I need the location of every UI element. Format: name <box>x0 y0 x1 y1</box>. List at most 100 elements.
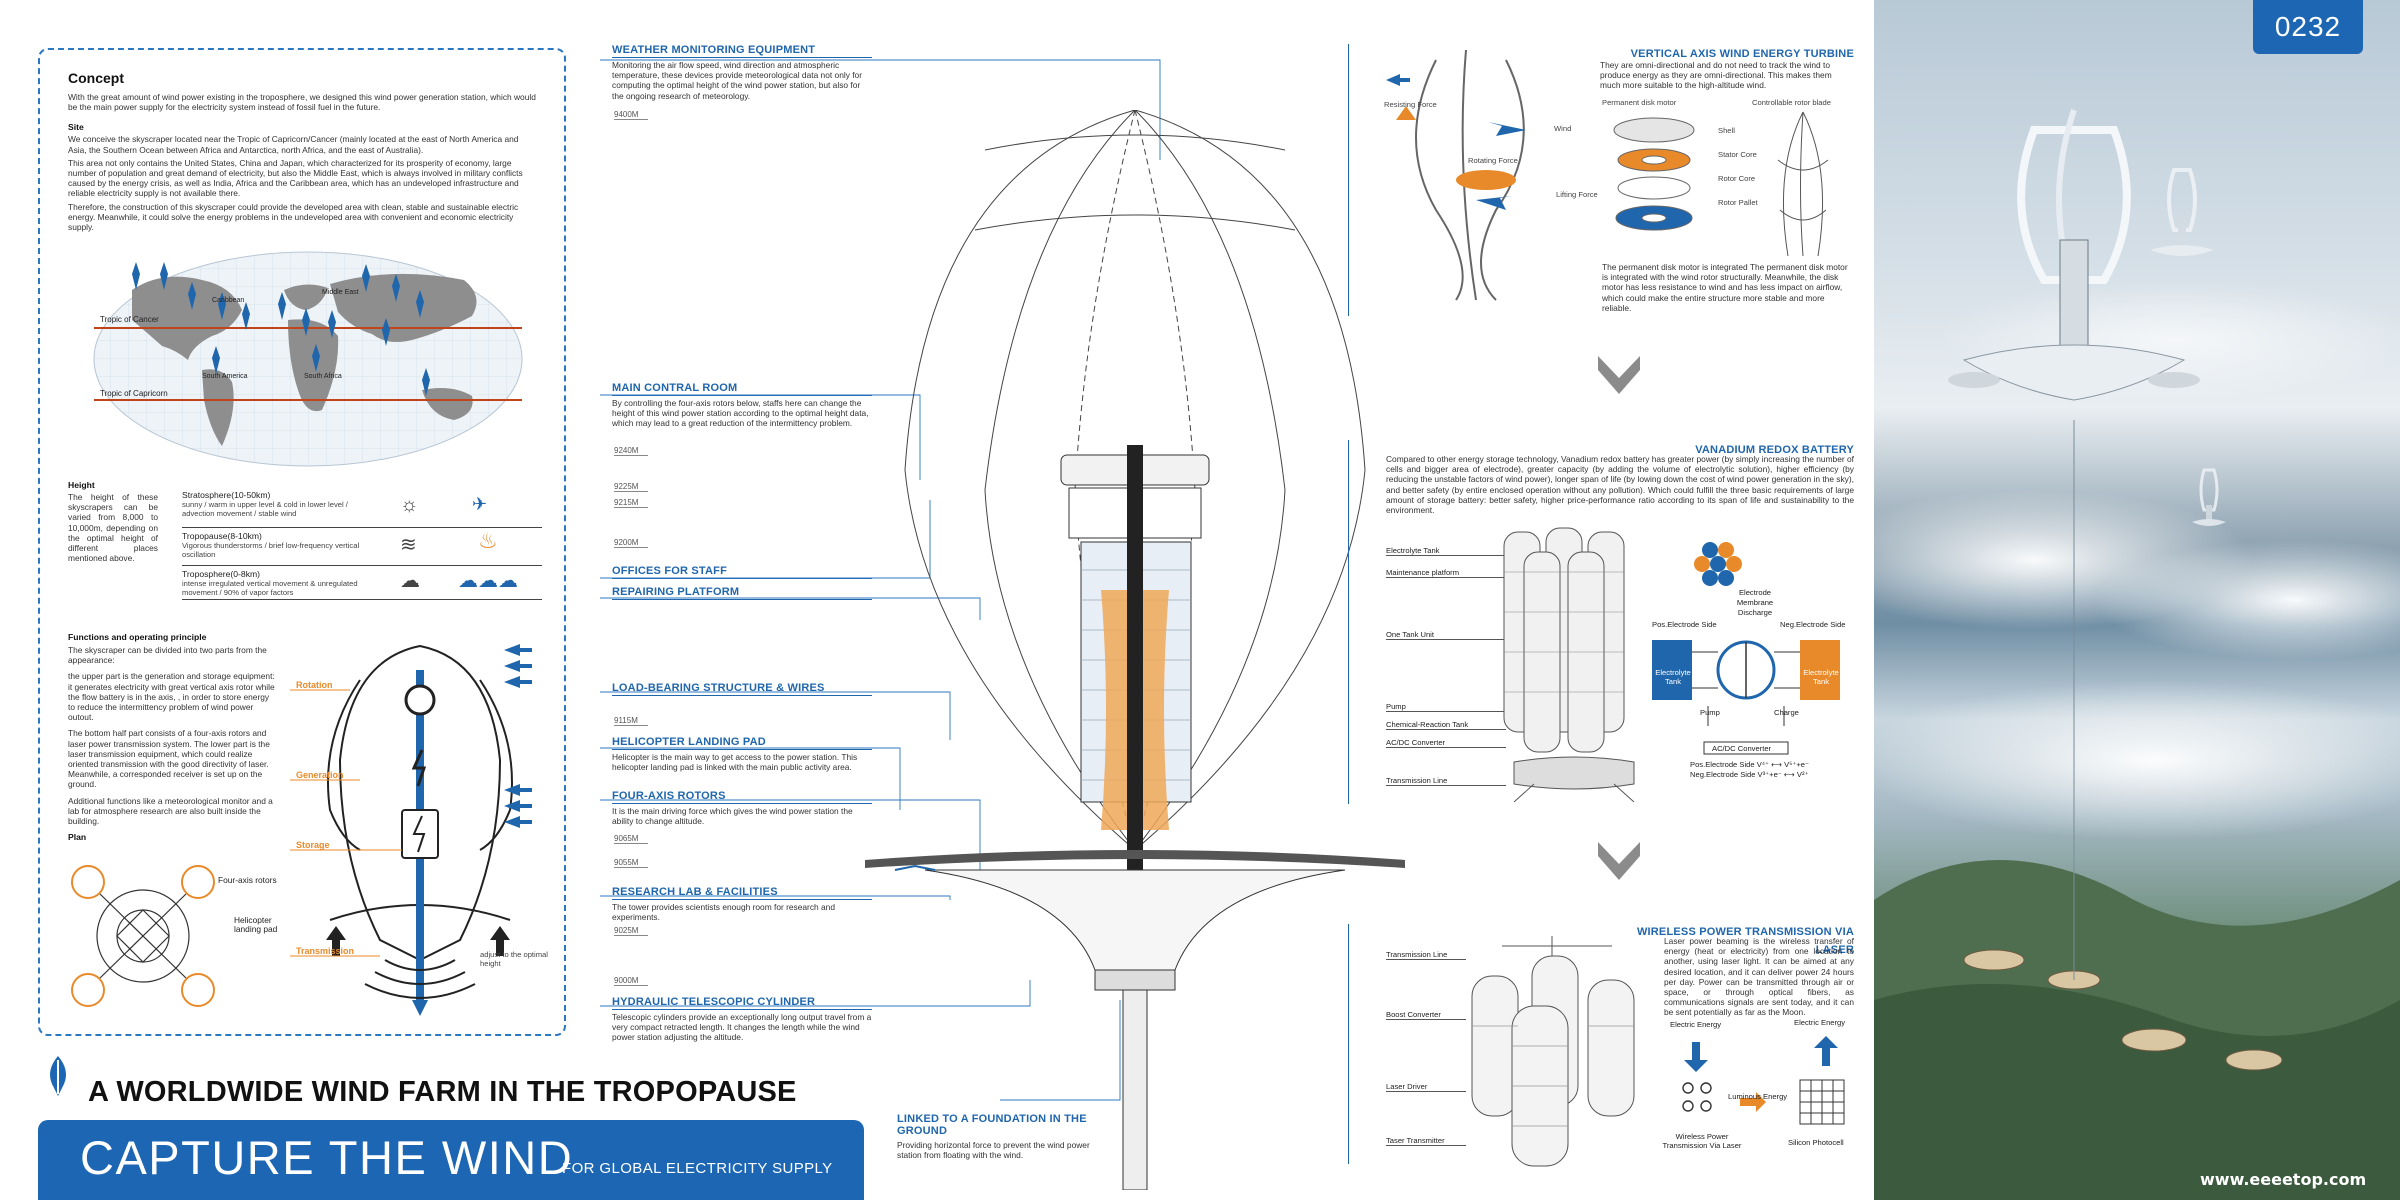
laser-bracket <box>1348 924 1349 1164</box>
battery-title: VANADIUM REDOX BATTERY <box>1695 444 1854 456</box>
layer-name: Tropopause(8-10km) <box>182 531 262 541</box>
laser-title: WIRELESS POWER TRANSMISSION VIA LASER <box>1636 926 1854 956</box>
section-text: By controlling the four-axis rotors belo… <box>612 398 869 429</box>
airplane-icon: ✈ <box>472 494 488 514</box>
section-text: Providing horizontal force to prevent th… <box>897 1140 1090 1161</box>
functions-p3: The bottom half part consists of a four-… <box>68 728 270 790</box>
motor-title: Permanent disk motor <box>1602 98 1677 107</box>
concept-intro: With the great amount of wind power exis… <box>68 92 536 113</box>
section-rotors: FOUR-AXIS ROTORS It is the main driving … <box>612 790 872 826</box>
layer-desc: intense irregulated vertical movement & … <box>182 579 358 598</box>
force-lifting: Lifting Force <box>1556 190 1598 199</box>
redox-discharge: Discharge <box>1737 608 1773 617</box>
map-label-capricorn: Tropic of Capricorn <box>100 389 168 398</box>
part-stator: Stator Core <box>1718 150 1757 159</box>
laser-device-drawing <box>1471 936 1635 1167</box>
blade-title: Controllable rotor blade <box>1752 98 1831 107</box>
atmosphere-layers: Stratosphere(10-50km) sunny / warm in up… <box>182 490 542 600</box>
rotor-blade-drawing <box>1777 111 1829 257</box>
section-offices: OFFICES FOR STAFF <box>612 565 872 581</box>
map-label-caribbean: Caribbean <box>212 297 244 304</box>
force-resisting: Resisting Force <box>1384 100 1437 109</box>
tower-logo-icon <box>50 1056 66 1096</box>
concept-panel <box>38 48 566 1036</box>
redox-tank-right: Electrolyte Tank <box>1803 668 1839 687</box>
section-control-room: MAIN CONTRAL ROOM By controlling the fou… <box>612 382 872 429</box>
battery-label-converter: AC/DC Converter <box>1386 738 1506 749</box>
label-rotation: Rotation <box>296 680 333 690</box>
banner-tagline: FOR GLOBAL ELECTRICITY SUPPLY <box>562 1160 833 1177</box>
section-text: Monitoring the air flow speed, wind dire… <box>612 60 862 101</box>
turbine-title: VERTICAL AXIS WIND ENERGY TURBINE <box>1630 48 1854 60</box>
layer-name: Stratosphere(10-50km) <box>182 490 271 500</box>
redox-membrane: Membrane <box>1736 598 1774 607</box>
battery-label-reaction: Chemical-Reaction Tank <box>1386 720 1506 731</box>
altitude-9215: 9215M <box>614 498 648 508</box>
altitude-9025: 9025M <box>614 926 648 936</box>
redox-pos-side: Pos.Electrode Side <box>1652 620 1717 629</box>
part-shell: Shell <box>1718 126 1735 135</box>
functions-title: Functions and operating principle <box>68 632 207 642</box>
project-code: 0232 <box>2274 11 2342 42</box>
redox-equation-2: Neg.Electrode Side V³⁺+e⁻ ⟷ V²⁺ <box>1690 770 1809 779</box>
layer-desc: sunny / warm in upper level & cold in lo… <box>182 500 348 519</box>
functions-p2: the upper part is the generation and sto… <box>68 671 275 723</box>
project-code-badge: 0232 <box>2253 0 2363 54</box>
altitude-9115: 9115M <box>614 716 648 726</box>
cloud-icon: ☁☁☁ <box>458 570 518 592</box>
section-foundation: LINKED TO A FOUNDATION IN THE GROUND Pro… <box>897 1113 1097 1160</box>
section-title: LINKED TO A FOUNDATION IN THE GROUND <box>897 1113 1087 1137</box>
section-title: HELICOPTER LANDING PAD <box>612 736 872 750</box>
world-map: Tropic of Cancer Tropic of Capricorn Mid… <box>93 251 523 467</box>
height-section: Height The height of these skyscrapers c… <box>68 480 158 563</box>
redox-neg-side: Neg.Electrode Side <box>1780 620 1846 629</box>
layer-desc: Vigorous thunderstorms / brief low-frequ… <box>182 541 360 560</box>
plan-title: Plan <box>68 832 87 843</box>
motor-text: The permanent disk motor is integrated T… <box>1602 262 1848 313</box>
title-bar <box>38 1120 864 1200</box>
section-load-bearing: LOAD-BEARING STRUCTURE & WIRES <box>612 682 872 698</box>
altitude-9240: 9240M <box>614 446 648 456</box>
laser-label-driver: Laser Driver <box>1386 1082 1466 1093</box>
storm-icon: ☁ <box>400 570 420 592</box>
laser-luminous-energy: Luminous Energy <box>1728 1092 1788 1101</box>
section-repairing: REPAIRING PLATFORM <box>612 586 872 602</box>
height-title: Height <box>68 480 95 490</box>
altitude-9055: 9055M <box>614 858 648 868</box>
label-adjust: adjust to the optimal height <box>480 950 548 969</box>
altitude-9200: 9200M <box>614 538 648 548</box>
label-transmission: Transmission <box>296 946 354 956</box>
turbine-text: They are omni-directional and do not nee… <box>1600 60 1832 91</box>
turbine-bracket <box>1348 44 1349 316</box>
laser-flow-diagram <box>1682 1036 1845 1125</box>
force-wind: Wind <box>1554 124 1572 133</box>
altitude-9065: 9065M <box>614 834 648 844</box>
section-title: OFFICES FOR STAFF <box>612 565 872 579</box>
render-scene <box>1874 109 2400 1200</box>
layer-name: Troposphere(0-8km) <box>182 569 261 579</box>
redox-electrode: Electrode <box>1738 588 1772 597</box>
map-label-cancer: Tropic of Cancer <box>100 315 159 324</box>
battery-tower-drawing <box>1503 527 1635 802</box>
chevron-down-icon <box>1598 356 1640 394</box>
battery-label-pump: Pump <box>1386 702 1506 713</box>
map-label-middle-east: Middle East <box>322 289 359 296</box>
banner-title: CAPTURE THE WIND <box>80 1131 574 1184</box>
laser-wireless-label: Wireless Power Transmission Via Laser <box>1662 1132 1742 1151</box>
redox-converter: AC/DC Converter <box>1712 744 1772 753</box>
battery-label-transmission: Transmission Line <box>1386 776 1506 787</box>
tower-elevation <box>865 110 1405 1190</box>
plan-label-rotors: Four-axis rotors <box>218 875 277 885</box>
operation-diagram: Rotation Generation Storage Transmission <box>290 644 532 1016</box>
layer-troposphere: Troposphere(0-8km) intense irregulated v… <box>182 566 542 600</box>
tower-icon: ♨ <box>478 528 498 553</box>
battery-label-tank: Electrolyte Tank <box>1386 546 1506 557</box>
part-rotor-core: Rotor Core <box>1718 174 1756 183</box>
chevron-down-icon <box>1598 842 1640 880</box>
section-title: WEATHER MONITORING EQUIPMENT <box>612 44 872 58</box>
section-title: HYDRAULIC TELESCOPIC CYLINDER <box>612 996 872 1010</box>
plan-drawing <box>71 865 215 1007</box>
site-p3: Therefore, the construction of this skys… <box>68 201 519 233</box>
site-p1: We conceive the skyscraper located near … <box>68 134 519 155</box>
laser-electric-energy-in: Electric Energy <box>1670 1020 1722 1029</box>
